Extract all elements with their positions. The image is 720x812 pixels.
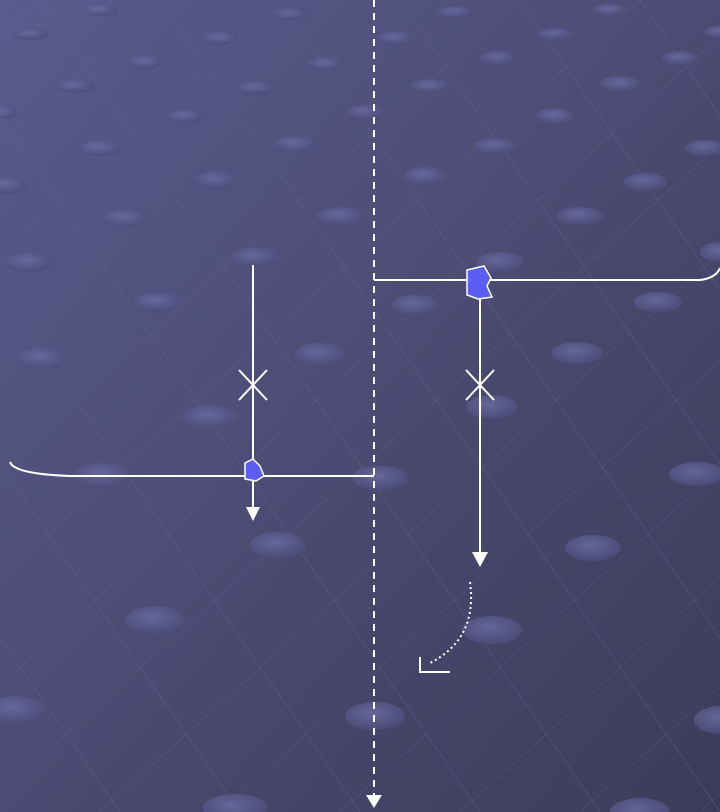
floor-dot xyxy=(600,76,640,92)
floor-dot xyxy=(551,342,603,364)
floor-dot xyxy=(556,207,604,225)
floor-dot xyxy=(685,140,720,156)
floor-dot xyxy=(345,105,385,119)
floor-dot xyxy=(437,6,473,18)
floor-dot xyxy=(55,79,95,93)
floor-dot xyxy=(134,292,182,312)
grid-line xyxy=(519,0,720,291)
floor-dot xyxy=(480,51,516,65)
left-ray-arrow-head xyxy=(246,507,260,521)
grid-line xyxy=(0,0,641,579)
grid-line xyxy=(459,576,720,812)
floor-dot xyxy=(12,28,48,40)
floor-dot xyxy=(377,31,413,45)
grid-line xyxy=(0,289,361,812)
grid-line xyxy=(39,0,601,812)
floor-dot xyxy=(565,535,621,561)
floor-dot xyxy=(410,79,450,93)
floor-dot xyxy=(202,31,238,45)
grid-line xyxy=(0,0,521,470)
floor-dot xyxy=(16,347,68,369)
floor-dot xyxy=(662,51,698,65)
floor-dot xyxy=(235,81,275,95)
grid-line xyxy=(0,0,161,146)
right-cross-mark xyxy=(465,369,495,401)
grid-line xyxy=(0,0,401,362)
floor-dot xyxy=(78,140,122,156)
grid-line xyxy=(0,463,241,812)
floor-dot xyxy=(592,4,628,16)
floor-dot xyxy=(352,466,408,490)
grid-line xyxy=(0,0,281,254)
floor-dot xyxy=(0,176,27,194)
floor-dot xyxy=(462,616,522,644)
rotation-corner-marker xyxy=(419,657,450,673)
right-blue-marker xyxy=(466,265,494,300)
floor-dot xyxy=(127,55,163,69)
floor-dot xyxy=(294,343,346,365)
floor-dot xyxy=(476,252,524,272)
floor-dot xyxy=(535,108,575,124)
grid-line xyxy=(99,251,720,812)
floor-dot xyxy=(700,242,720,262)
floor-dot xyxy=(316,207,364,225)
floor-dot xyxy=(203,794,267,812)
floor-dot xyxy=(182,405,238,429)
floor-dot xyxy=(694,706,720,734)
floor-dot xyxy=(610,798,670,812)
floor-dot xyxy=(704,26,720,38)
grid-line xyxy=(159,0,720,812)
left-cross-mark xyxy=(238,369,268,401)
left-blue-marker xyxy=(244,458,265,482)
floor-dot xyxy=(231,247,279,267)
right-ray-arrow-head xyxy=(472,552,488,567)
floor-dot xyxy=(391,295,439,315)
floor-dot xyxy=(0,105,18,119)
grid-line xyxy=(0,637,121,812)
floor-dot xyxy=(403,167,447,185)
grid-line xyxy=(219,360,720,812)
floor-dot xyxy=(101,209,149,227)
floor-dot xyxy=(125,606,185,634)
floor-dot xyxy=(273,136,317,152)
floor-dot xyxy=(250,532,306,558)
floor-dot xyxy=(307,57,343,71)
floor-dot xyxy=(634,292,682,312)
rotation-arc xyxy=(427,581,472,665)
grid-line xyxy=(399,0,720,465)
right-horizontal-line xyxy=(374,267,720,281)
floor-dot xyxy=(193,171,237,189)
floor-dot xyxy=(473,138,517,154)
floor-dot xyxy=(165,109,205,123)
floor-dot xyxy=(537,28,573,40)
floor-dot xyxy=(4,252,52,272)
floor-dot xyxy=(0,696,45,724)
floor-dot xyxy=(669,462,720,486)
floor-dot xyxy=(623,173,667,191)
floor-dots xyxy=(0,4,720,812)
grid-line xyxy=(339,468,720,812)
left-horizontal-line xyxy=(9,461,374,477)
axis-arrow-head xyxy=(366,795,382,808)
floor-dot xyxy=(272,8,308,20)
floor-dot xyxy=(82,4,118,16)
